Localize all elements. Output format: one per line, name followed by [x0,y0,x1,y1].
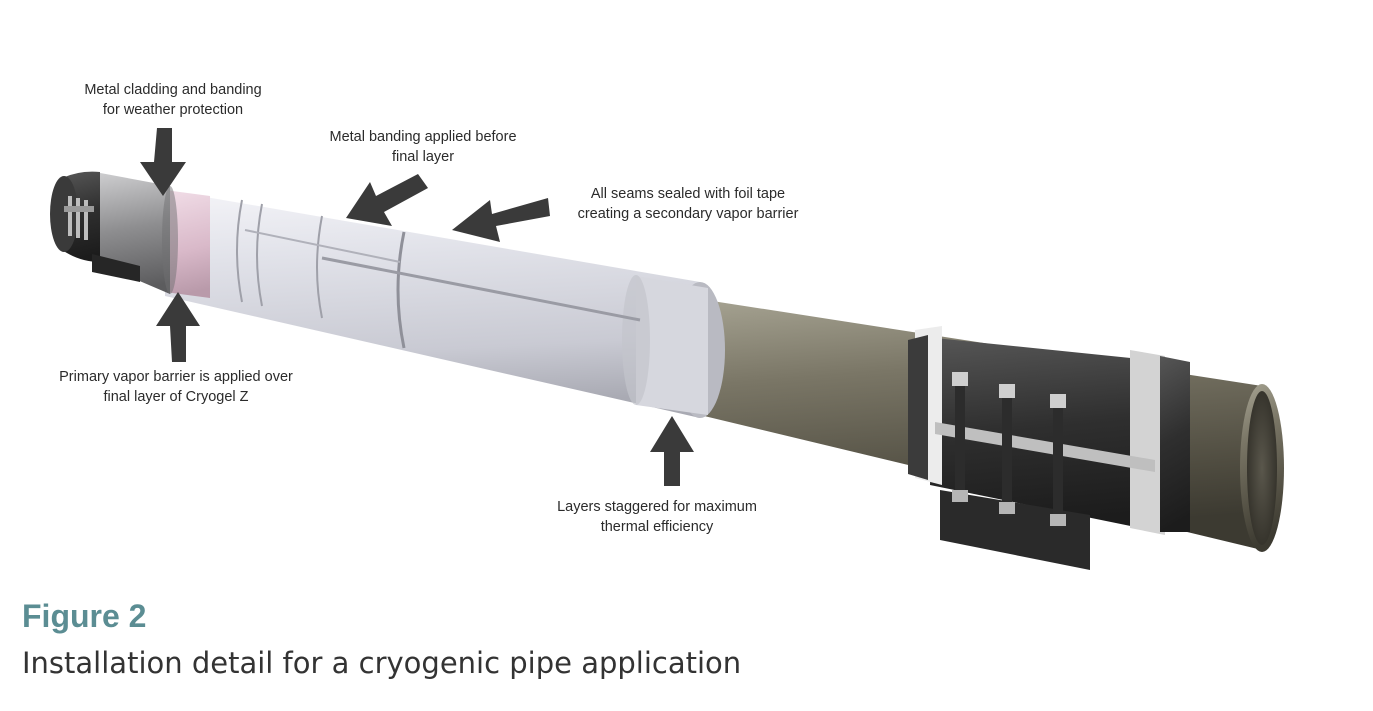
arrow-staggered [650,416,694,486]
callout-staggered-line2: thermal efficiency [600,519,714,535]
callout-cladding-line2: for weather protection [102,102,244,118]
clamp-bolts [952,372,1066,528]
callout-cladding: Metal cladding and banding for weather p… [58,80,288,120]
callout-cladding-line1: Metal cladding and banding [84,82,262,98]
callout-seams-line2: creating a secondary vapor barrier [577,206,799,222]
callout-staggered: Layers staggered for maximum thermal eff… [532,497,782,537]
figure-number: Figure 2 [22,598,147,634]
callout-banding: Metal banding applied before final layer [305,127,541,167]
callout-staggered-line1: Layers staggered for maximum [557,499,757,515]
callout-banding-line1: Metal banding applied before [329,129,517,145]
callout-vapor-barrier: Primary vapor barrier is applied over fi… [36,367,316,407]
right-support-clamp [908,326,1190,570]
callout-banding-line2: final layer [391,149,455,165]
callout-vapor-barrier-line2: final layer of Cryogel Z [103,389,249,405]
left-support-clamp [50,171,140,282]
figure-caption: Installation detail for a cryogenic pipe… [22,646,742,680]
arrow-seams [452,198,550,242]
arrow-banding [346,174,428,226]
callout-vapor-barrier-line1: Primary vapor barrier is applied over [59,369,293,385]
insulation-jacket [165,190,725,418]
arrow-vapor-barrier [156,292,200,362]
callout-seams: All seams sealed with foil tape creating… [540,184,836,224]
callout-arrows [140,128,694,486]
callout-seams-line1: All seams sealed with foil tape [590,186,786,202]
arrow-cladding [140,128,186,196]
